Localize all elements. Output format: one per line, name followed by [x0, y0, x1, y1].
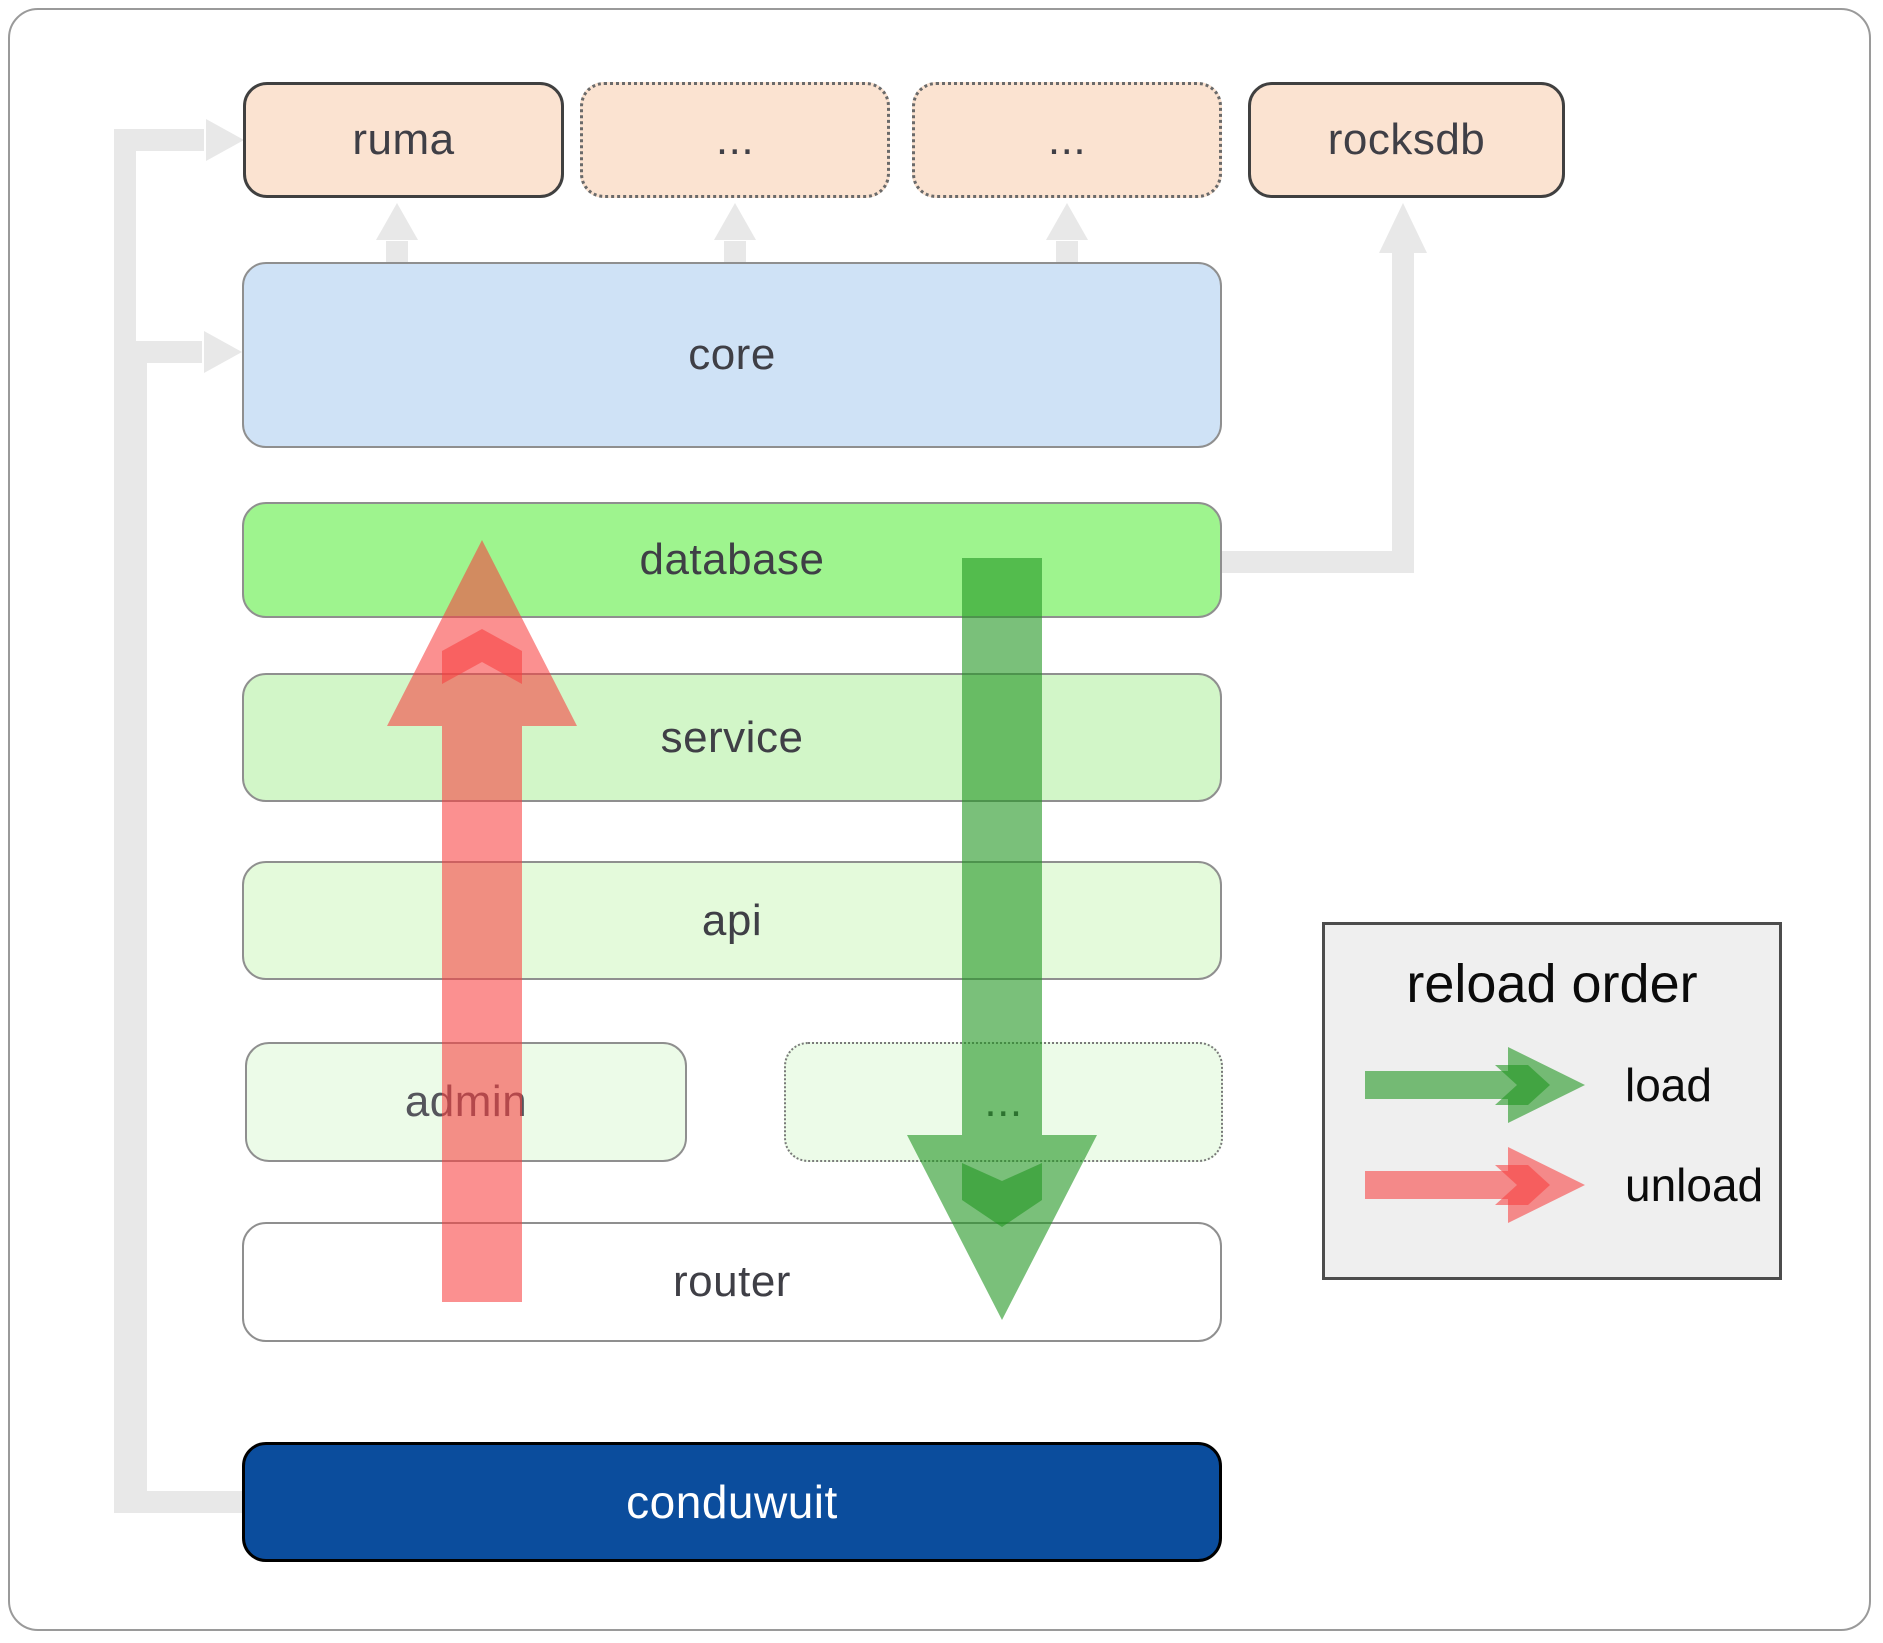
box-database: database	[242, 502, 1222, 618]
box-ellipsis-top-2: ...	[912, 82, 1222, 198]
box-core-label: core	[688, 330, 776, 379]
box-rocksdb: rocksdb	[1248, 82, 1565, 198]
legend-row-unload: unload	[1325, 1145, 1779, 1225]
box-admin-label: admin	[404, 1077, 528, 1126]
legend-row-load: load	[1325, 1045, 1779, 1125]
box-core: core	[242, 262, 1222, 448]
legend: reload order load unload	[1322, 922, 1782, 1280]
legend-title: reload order	[1406, 954, 1698, 1014]
box-ellipsis-mid: ...	[784, 1042, 1223, 1162]
box-conduwuit-label: conduwuit	[626, 1476, 838, 1528]
unload-arrow-icon	[1365, 1147, 1585, 1223]
box-service: service	[242, 673, 1222, 802]
load-arrow-icon	[1365, 1047, 1585, 1123]
box-router-label: router	[673, 1257, 791, 1306]
legend-unload-label: unload	[1625, 1159, 1764, 1211]
box-ellipsis-mid-label: ...	[984, 1077, 1023, 1126]
box-service-label: service	[660, 712, 804, 762]
legend-load-label: load	[1625, 1059, 1712, 1111]
box-api-label: api	[701, 895, 763, 945]
box-ruma: ruma	[243, 82, 564, 198]
diagram-frame	[8, 8, 1871, 1631]
box-ellipsis-top-1-label: ...	[715, 115, 755, 164]
box-router: router	[242, 1222, 1222, 1342]
box-rocksdb-label: rocksdb	[1327, 115, 1486, 164]
box-ellipsis-top-1: ...	[580, 82, 890, 198]
box-api: api	[242, 861, 1222, 980]
box-ruma-label: ruma	[352, 115, 455, 164]
box-admin: admin	[245, 1042, 687, 1162]
box-ellipsis-top-2-label: ...	[1047, 115, 1087, 164]
box-conduwuit: conduwuit	[242, 1442, 1222, 1562]
box-database-label: database	[639, 535, 825, 584]
